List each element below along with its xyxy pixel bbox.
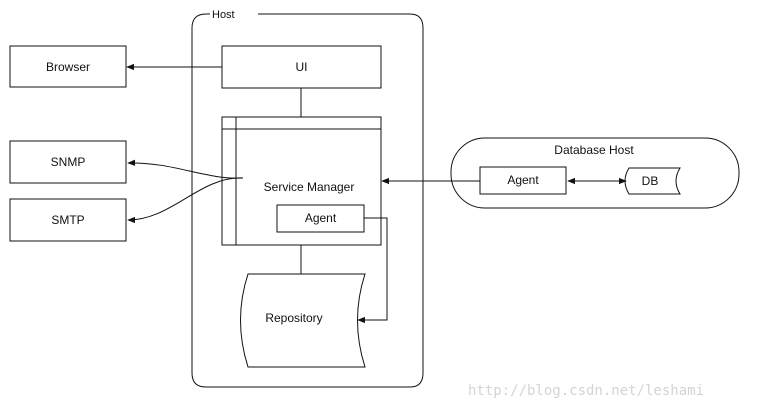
- snmp-box: [9, 140, 127, 184]
- db-label: DB: [642, 174, 659, 188]
- ui-node: UI: [221, 45, 382, 89]
- ui-label: UI: [296, 60, 308, 74]
- host-agent-box: [276, 204, 365, 233]
- db-shape: [624, 167, 681, 195]
- snmp-label: SNMP: [51, 155, 86, 169]
- host-label: Host: [212, 9, 235, 21]
- db-node: DB: [624, 167, 681, 195]
- watermark-text: http://blog.csdn.net/leshami: [468, 383, 704, 399]
- browser-box: [9, 45, 127, 88]
- agent-to-repository-arrow: [357, 217, 388, 324]
- ui-box: [221, 45, 382, 89]
- repository-shape: [240, 273, 366, 368]
- smtp-label: SMTP: [51, 213, 84, 227]
- repository-node: Repository: [240, 273, 366, 368]
- smtp-box: [9, 198, 127, 242]
- repository-label: Repository: [265, 311, 322, 325]
- service-manager-label: Service Manager: [264, 180, 355, 194]
- service-manager-to-snmp-arrow: [127, 159, 244, 179]
- host-agent-label: Agent: [305, 211, 337, 225]
- browser-label: Browser: [46, 60, 90, 74]
- smtp-node: SMTP: [9, 198, 127, 242]
- database-host-label: Database Host: [554, 143, 634, 157]
- host-agent-node: Agent: [276, 204, 365, 233]
- browser-node: Browser: [9, 45, 127, 88]
- db-agent-label: Agent: [507, 173, 539, 187]
- service-manager-to-smtp-arrow: [127, 177, 244, 224]
- snmp-node: SNMP: [9, 140, 127, 184]
- host-frame: [191, 13, 424, 388]
- db-agent-node: Agent: [479, 166, 567, 195]
- db-agent-box: [479, 166, 567, 195]
- host-container: Host: [191, 9, 424, 388]
